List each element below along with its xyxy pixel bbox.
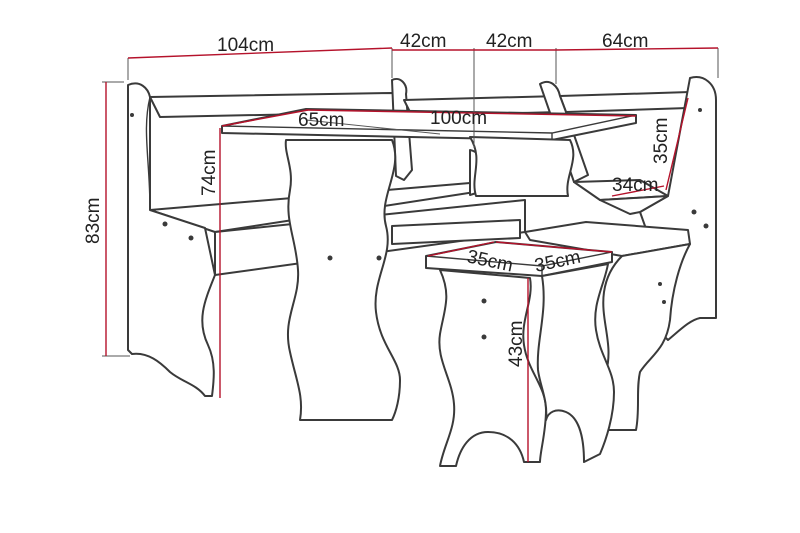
dimline-table-depth	[221, 109, 309, 127]
table	[221, 108, 637, 421]
dimline-seat-depth	[611, 185, 665, 197]
dimline-bench-width	[127, 47, 393, 59]
label-total-height: 83cm	[83, 198, 104, 244]
side-bench	[539, 76, 717, 341]
label-table-width: 100cm	[430, 108, 487, 129]
dimline-table-width	[305, 109, 637, 117]
label-seat-depth: 34cm	[612, 175, 658, 196]
dimline-stool-width	[495, 241, 613, 253]
label-table-depth: 65cm	[298, 110, 344, 131]
stool-back	[524, 221, 691, 431]
dimline-bench-side	[555, 47, 719, 51]
label-table-height: 74cm	[199, 150, 220, 196]
dimline-stool-depth	[427, 241, 495, 257]
label-bench-width: 104cm	[217, 35, 274, 56]
dimline-backrest-height	[665, 97, 689, 191]
label-backrest-height: 35cm	[651, 118, 672, 164]
label-corner-left: 42cm	[400, 31, 446, 52]
guide-lines	[102, 48, 719, 357]
label-bench-side-width: 64cm	[602, 31, 648, 52]
stool-front	[425, 241, 615, 467]
dimension-lines	[105, 47, 719, 462]
label-corner-right: 42cm	[486, 31, 532, 52]
label-stool-height: 43cm	[506, 321, 527, 367]
